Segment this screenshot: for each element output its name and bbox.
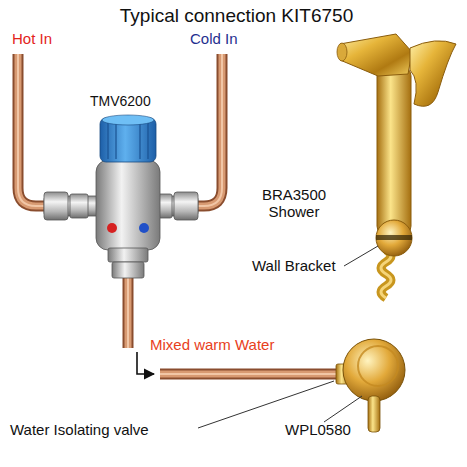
part-label: Water Isolating valve [10, 421, 149, 438]
diagram-title: Typical connection KIT6750 [3, 5, 467, 27]
flow-label: Mixed warm Water [150, 336, 274, 353]
part-number: TMV6200 [90, 93, 151, 109]
part-label: BRA3500 Shower [252, 186, 336, 221]
inlet-label: Cold In [190, 30, 238, 47]
inlet-label: Hot In [12, 30, 52, 47]
part-label: Wall Bracket [252, 257, 336, 274]
part-number: WPL0580 [285, 421, 351, 438]
